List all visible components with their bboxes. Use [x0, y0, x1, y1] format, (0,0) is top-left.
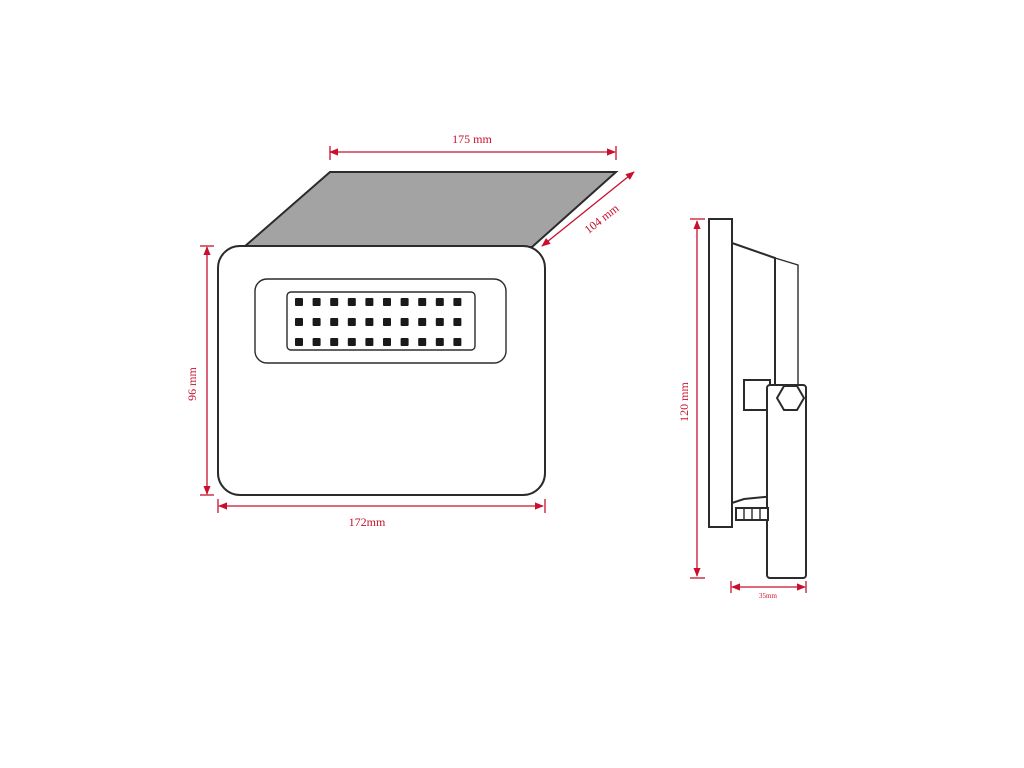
led-grid	[295, 298, 462, 346]
led-chip	[347, 338, 356, 346]
led-chip	[435, 318, 444, 326]
pivot-bolt-icon	[775, 385, 806, 411]
label-front-width: 172mm	[349, 515, 386, 529]
led-chip	[347, 298, 356, 306]
led-chip	[383, 338, 391, 346]
led-chip	[400, 318, 409, 326]
led-chip	[418, 318, 427, 326]
pivot-block	[743, 379, 771, 411]
led-chip	[312, 318, 321, 326]
label-depth: 104 mm	[582, 201, 622, 237]
led-chip	[365, 338, 374, 346]
dimension-side-height: 120 mm	[677, 218, 705, 579]
led-chip	[418, 298, 427, 306]
led-chip	[295, 318, 303, 326]
led-window-outer	[254, 278, 507, 364]
led-chip	[453, 318, 462, 326]
led-chip	[435, 298, 444, 306]
led-chip	[295, 338, 303, 346]
led-chip	[295, 298, 303, 306]
dimension-front-width: 172mm	[217, 499, 546, 529]
front-view	[217, 171, 619, 496]
label-side-height: 120 mm	[677, 382, 691, 422]
side-front-plate	[708, 218, 733, 528]
led-window-inner	[286, 291, 476, 351]
led-chip	[383, 318, 391, 326]
label-side-depth: 35mm	[759, 592, 777, 600]
led-chip	[312, 338, 321, 346]
led-chip	[330, 318, 339, 326]
led-chip	[435, 338, 444, 346]
led-chip	[453, 298, 462, 306]
led-chip	[330, 338, 339, 346]
led-chip	[347, 318, 356, 326]
led-chip	[400, 298, 409, 306]
led-chip	[400, 338, 409, 346]
led-chip	[365, 318, 374, 326]
dimension-top-width: 175 mm	[329, 132, 617, 160]
led-chip	[453, 338, 462, 346]
led-chip	[330, 298, 339, 306]
led-chip	[365, 298, 374, 306]
side-housing	[731, 241, 776, 505]
led-chip	[312, 298, 321, 306]
dimension-front-height: 96 mm	[185, 245, 214, 496]
side-housing-back	[774, 257, 799, 385]
top-panel	[241, 171, 619, 248]
mounting-bracket	[766, 384, 807, 579]
floodlight-body	[217, 245, 546, 496]
led-chip	[418, 338, 427, 346]
label-top-width: 175 mm	[452, 132, 492, 146]
side-view	[708, 218, 807, 579]
label-front-height: 96 mm	[185, 367, 199, 401]
dimension-side-depth: 35mm	[730, 581, 807, 600]
led-chip	[383, 298, 391, 306]
